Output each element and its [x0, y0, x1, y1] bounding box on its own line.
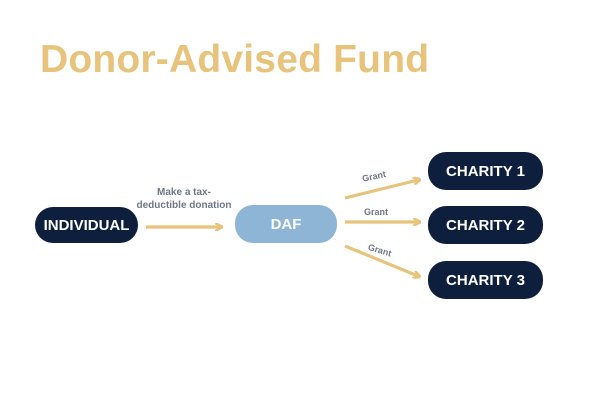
node-charity-1: CHARITY 1	[428, 152, 543, 190]
node-charity-2: CHARITY 2	[428, 206, 543, 244]
grant-arrow-3	[344, 244, 418, 276]
node-charity-3: CHARITY 3	[428, 261, 543, 299]
donation-label-line-1: Make a tax-	[157, 187, 211, 198]
donation-label: Make a tax- deductible donation	[132, 186, 236, 212]
node-individual: INDIVIDUAL	[35, 207, 138, 243]
donation-label-line-2: deductible donation	[136, 200, 232, 211]
node-daf: DAF	[235, 205, 337, 243]
grant-arrow-1	[344, 180, 418, 200]
grant-label-2: Grant	[364, 207, 389, 217]
diagram-title: Donor-Advised Fund	[40, 38, 430, 81]
